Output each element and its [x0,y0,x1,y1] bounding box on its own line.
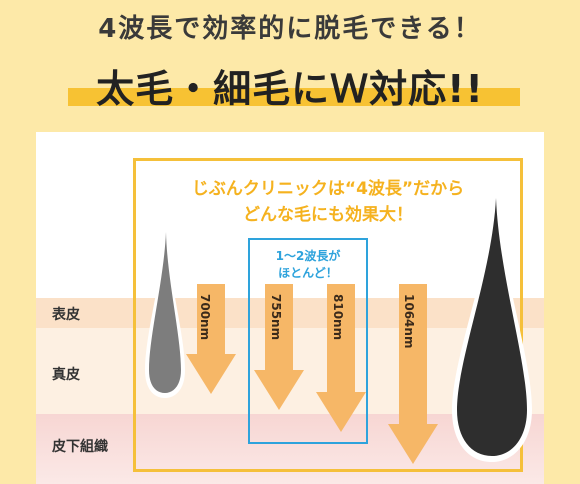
title-highlight [68,88,520,106]
page-title: 太毛・細毛にＷ対応!! [96,67,484,111]
arrow-1064nm [388,284,438,464]
wavelength-label-1064: 1064nm [402,294,416,349]
subcutaneous-label: 皮下組織 [52,439,108,455]
headline: 4波長で効率的に脱毛できる！ [98,14,482,44]
thin-hair-icon [145,224,185,398]
box-caption-line2: どんな毛にも効果大！ [243,205,413,225]
arrow-755nm [254,284,304,410]
arrow-700nm [186,284,236,394]
dermis-label: 真皮 [52,367,80,383]
wavelength-label-810: 810nm [331,294,345,341]
epidermis-label: 表皮 [52,307,80,323]
arrow-810nm [316,284,366,432]
common-wavelength-box [248,238,368,444]
thick-hair-icon [452,188,532,462]
blue-caption-line2: ほとんど！ [278,266,338,280]
wavelength-label-755: 755nm [269,294,283,341]
wavelength-label-700: 700nm [198,294,212,341]
title-block: 太毛・細毛にＷ対応!! [0,58,580,112]
blue-caption-line1: 1～2波長が [275,249,341,263]
four-wavelength-box [133,158,523,472]
skin-diagram-panel: 表皮 真皮 皮下組織 じぶんクリニックは“4波長”だから どんな毛にも効果大！ … [36,132,544,484]
box-caption-line1: じぶんクリニックは“4波長”だから [191,179,465,199]
